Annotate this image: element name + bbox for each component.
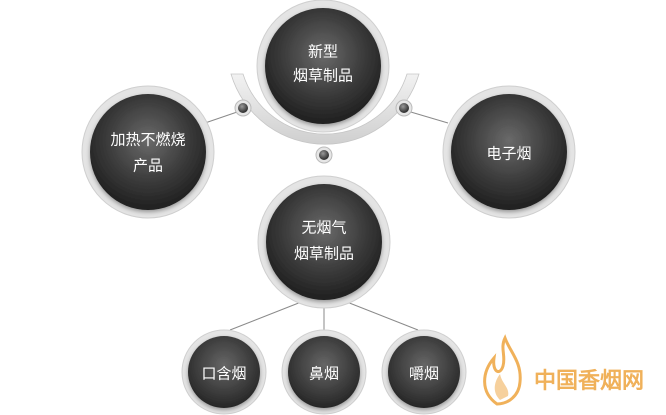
arc-band: [230, 73, 420, 145]
watermark-text: 中国香烟网: [534, 369, 644, 394]
node-heat-not-burn-line2: 产品: [133, 157, 163, 175]
node-snuff-label: 鼻烟: [309, 365, 339, 383]
node-new-tobacco-line1: 新型: [308, 43, 338, 61]
node-heat-not-burn-line1: 加热不燃烧: [110, 131, 185, 149]
arc-dots: [234, 99, 413, 164]
node-heat-not-burn: 加热不燃烧 产品: [81, 85, 215, 219]
node-smokeless-tobacco: 无烟气 烟草制品: [257, 175, 391, 309]
node-snuff: 鼻烟: [281, 329, 367, 415]
node-e-cigarette: 电子烟: [442, 85, 576, 219]
node-chewing-tobacco: 嚼烟: [381, 329, 467, 415]
node-e-cigarette-line1: 电子烟: [486, 145, 531, 163]
node-smokeless-tobacco-line2: 烟草制品: [294, 245, 354, 263]
flame-logo-icon: [483, 334, 522, 406]
node-smokeless-tobacco-line1: 无烟气: [301, 219, 346, 237]
node-new-tobacco-line2: 烟草制品: [293, 67, 353, 85]
node-oral-tobacco-label: 口含烟: [201, 365, 246, 383]
node-new-tobacco: 新型 烟草制品: [256, 0, 390, 133]
node-oral-tobacco: 口含烟: [181, 329, 267, 415]
node-chewing-tobacco-label: 嚼烟: [409, 365, 439, 383]
watermark: 中国香烟网: [483, 334, 644, 406]
